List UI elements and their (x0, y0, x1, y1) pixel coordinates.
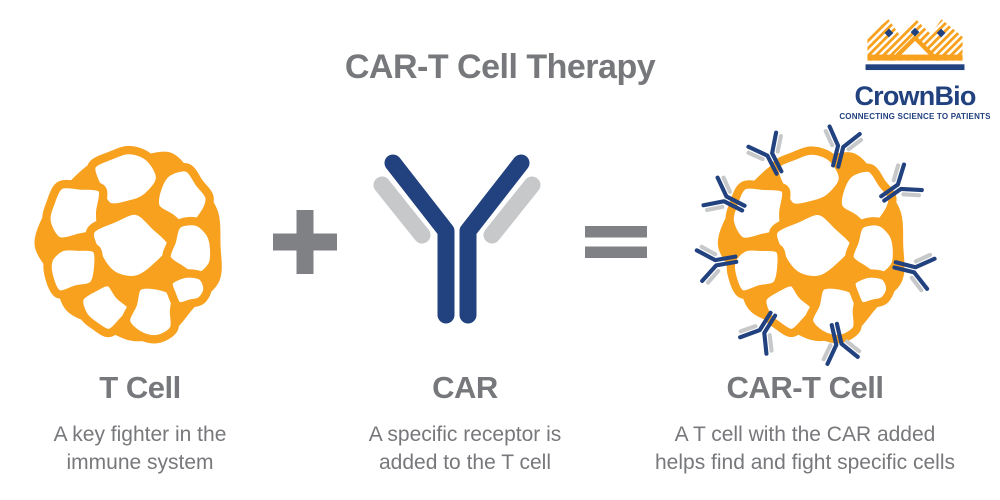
crownbio-logo: CrownBio CONNECTING SCIENCE TO PATIENTS (838, 12, 992, 121)
plus-icon (273, 210, 337, 274)
car-t-cell-icon (686, 124, 946, 368)
t-cell-label-block: T Cell A key fighter in the immune syste… (10, 370, 270, 476)
logo-name: CrownBio (854, 81, 976, 111)
t-cell-description: A key fighter in the immune system (53, 423, 227, 474)
equals-icon (585, 226, 647, 258)
antibody-icon (366, 151, 548, 331)
page-title: CAR-T Cell Therapy (344, 48, 656, 86)
car-label-block: CAR A specific receptor is added to the … (335, 370, 595, 476)
t-cell-heading: T Cell (99, 370, 181, 405)
car-heading: CAR (432, 370, 498, 405)
car-t-cell-label-block: CAR-T Cell A T cell with the CAR added h… (625, 370, 985, 476)
car-description: A specific receptor is added to the T ce… (368, 423, 562, 474)
logo-tagline: CONNECTING SCIENCE TO PATIENTS (839, 112, 991, 121)
car-t-cell-description: A T cell with the CAR added helps find a… (655, 423, 955, 474)
t-cell-icon (30, 138, 236, 348)
car-t-cell-heading: CAR-T Cell (726, 370, 884, 405)
crown-icon (865, 18, 965, 71)
